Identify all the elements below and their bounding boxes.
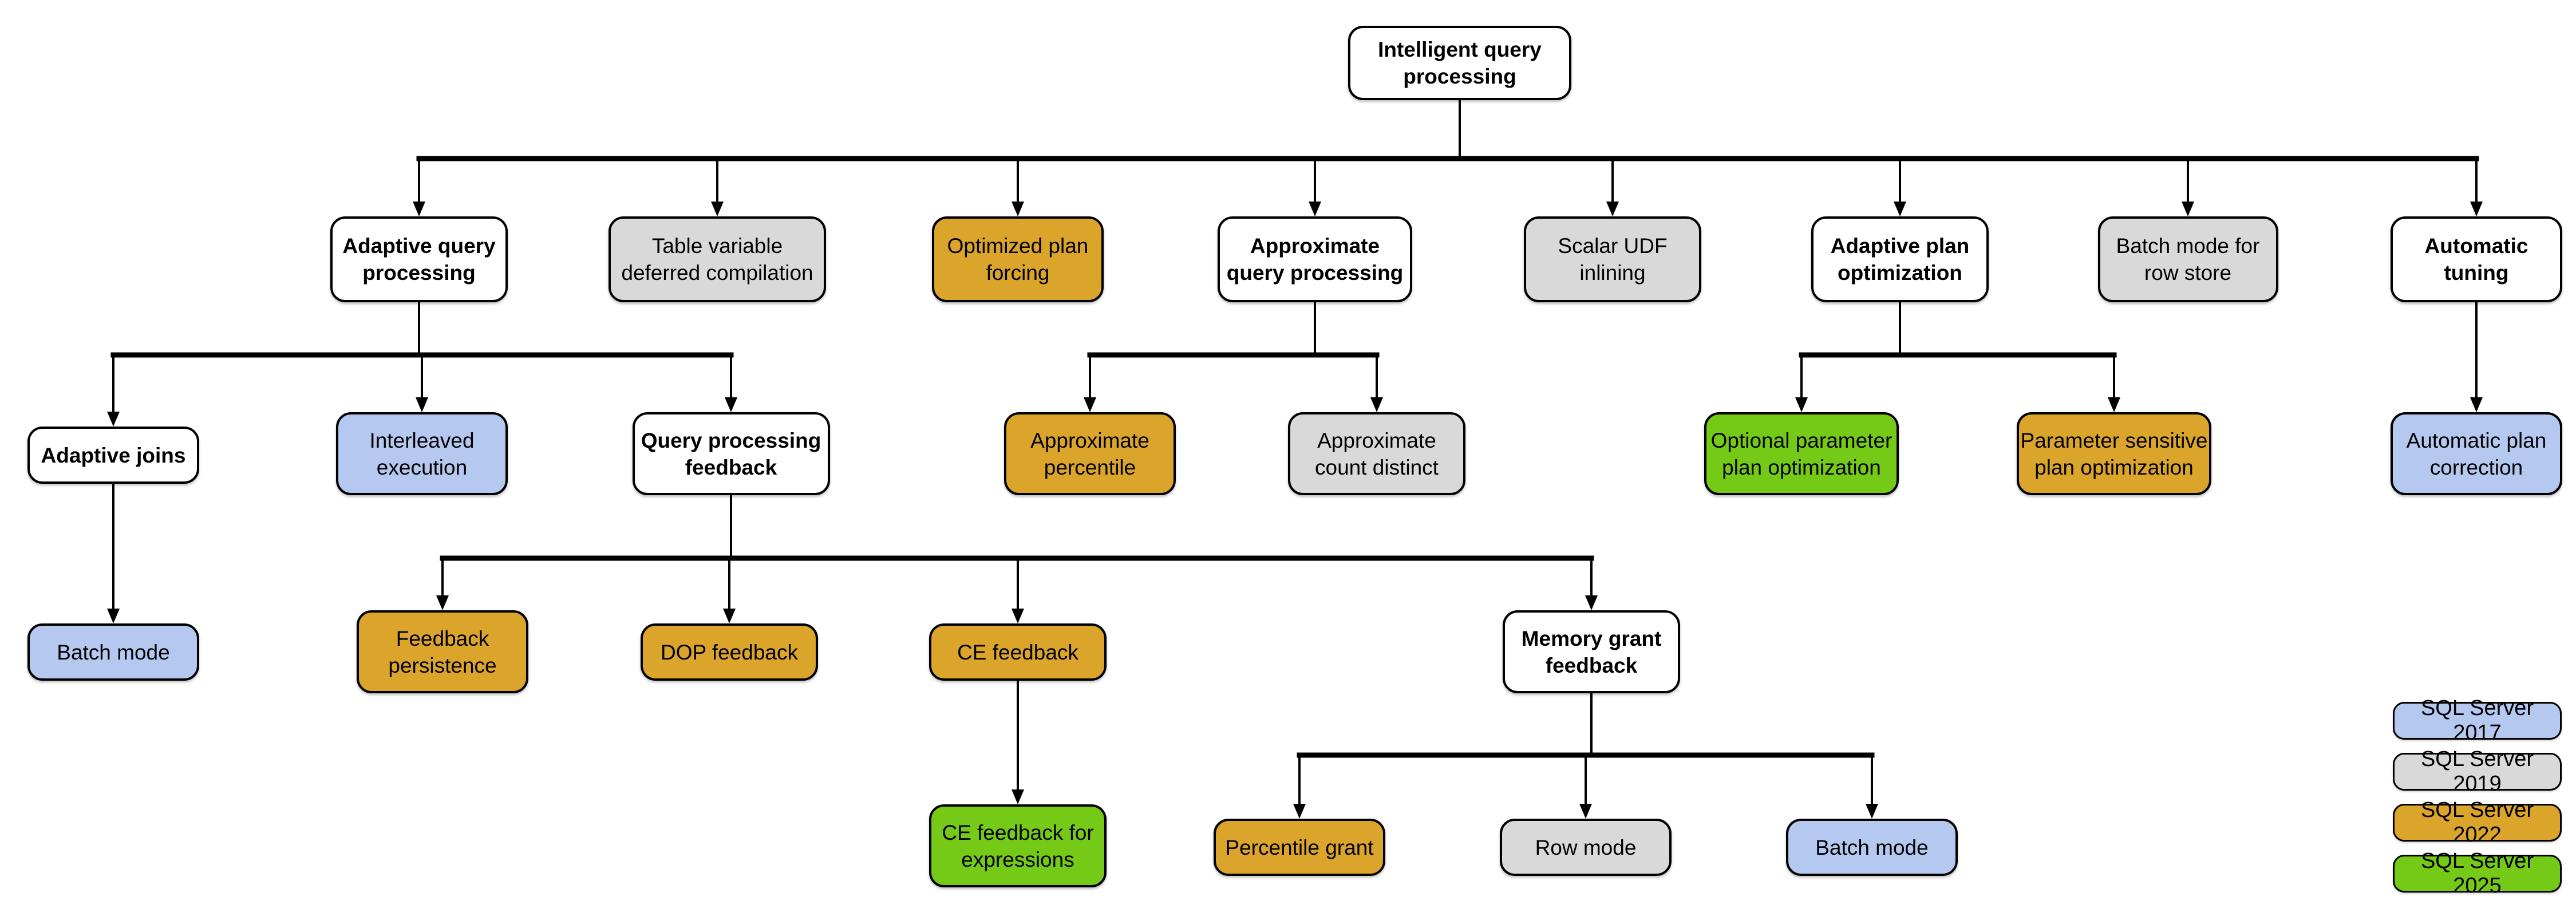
arrowhead-icon [2470, 202, 2483, 216]
arrowhead-icon [725, 397, 737, 412]
legend-sql-server-2025: SQL Server 2025 [2393, 849, 2562, 898]
node-cef: CE feedback [929, 623, 1107, 681]
node-dop: DOP feedback [641, 623, 818, 681]
arrowhead-icon [1293, 804, 1306, 819]
arrowhead-icon [711, 202, 724, 216]
arrowhead-icon [436, 595, 449, 610]
arrowhead-icon [1795, 397, 1808, 412]
arrowhead-icon [1012, 202, 1024, 216]
arrowhead-icon [1012, 789, 1024, 804]
arrowhead-icon [1866, 804, 1878, 819]
arrowhead-icon [416, 397, 428, 412]
node-qpf: Query processing feedback [632, 412, 830, 495]
arrowhead-icon [723, 609, 736, 623]
legend-sql-server-2019: SQL Server 2019 [2393, 747, 2562, 796]
node-ap: Approximate percentile [1004, 412, 1176, 495]
node-sudf: Scalar UDF inlining [1524, 216, 1701, 302]
arrowhead-icon [2182, 202, 2194, 216]
node-bm2: Batch mode [1786, 819, 1958, 876]
node-bmrs: Batch mode for row store [2097, 216, 2278, 302]
arrowhead-icon [1606, 202, 1619, 216]
arrowhead-icon [1012, 609, 1024, 623]
node-cefe: CE feedback for expressions [929, 804, 1107, 887]
node-aqpr: Approximate query processing [1218, 216, 1412, 302]
node-rm: Row mode [1500, 819, 1672, 876]
node-aj: Adaptive joins [27, 427, 199, 484]
arrowhead-icon [2108, 397, 2120, 412]
node-tvdc: Table variable deferred compilation [609, 216, 826, 302]
node-apc: Automatic plan correction [2391, 412, 2562, 495]
legend-sql-server-2022: SQL Server 2022 [2393, 798, 2562, 847]
arrowhead-icon [413, 202, 425, 216]
node-opf: Optimized plan forcing [932, 216, 1104, 302]
legend-sql-server-2017: SQL Server 2017 [2393, 696, 2562, 745]
node-fp: Feedback persistence [357, 610, 528, 693]
node-bm1: Batch mode [27, 623, 199, 681]
node-pg: Percentile grant [1214, 819, 1385, 876]
arrowhead-icon [107, 609, 120, 623]
node-mgf: Memory grant feedback [1503, 610, 1680, 693]
arrowhead-icon [1084, 397, 1096, 412]
arrowhead-icon [1894, 202, 1906, 216]
node-root: Intelligent query processing [1348, 26, 1571, 100]
node-pspo: Parameter sensitive plan optimization [2017, 412, 2211, 495]
node-ie: Interleaved execution [336, 412, 508, 495]
arrowhead-icon [1309, 202, 1321, 216]
arrowhead-icon [1585, 595, 1598, 610]
arrowhead-icon [2470, 397, 2483, 412]
node-apo: Adaptive plan optimization [1811, 216, 1989, 302]
node-acd: Approximate count distinct [1288, 412, 1465, 495]
node-aqp: Adaptive query processing [330, 216, 508, 302]
arrowhead-icon [1370, 397, 1383, 412]
arrowhead-icon [1579, 804, 1592, 819]
arrowhead-icon [107, 412, 120, 427]
node-at: Automatic tuning [2391, 216, 2562, 302]
node-oppo: Optional parameter plan optimization [1704, 412, 1899, 495]
